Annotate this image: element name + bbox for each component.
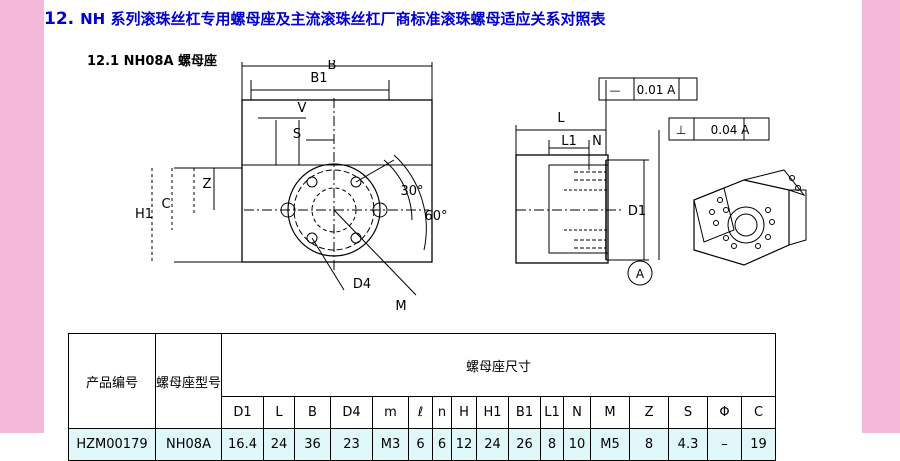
label-D4: D4	[353, 277, 371, 292]
datum-A-label: A	[636, 267, 645, 281]
cell-value: 36	[294, 428, 332, 461]
page-title: 12. NH 系列滚珠丝杠专用螺母座及主流滚珠丝杠厂商标准滚珠螺母适应关系对照表	[44, 8, 605, 29]
col-header: B	[294, 396, 332, 429]
label-D1: D1	[628, 204, 646, 219]
cell-value: 6	[408, 428, 434, 461]
col-header: M	[590, 396, 631, 429]
label-B1: B1	[310, 71, 327, 86]
label-L1: L1	[561, 134, 577, 149]
col-header: ℓ	[408, 396, 434, 429]
cell-value: 24	[263, 428, 296, 461]
front-view	[151, 62, 433, 296]
cell-value: M3	[372, 428, 410, 461]
spec-table: 产品编号 螺母座型号 螺母座尺寸 D1 L B D4 m ℓ n H H1 B1…	[68, 333, 777, 461]
col-header: B1	[508, 396, 542, 429]
label-V: V	[298, 101, 307, 116]
col-header: H1	[476, 396, 510, 429]
section-title: 12.1 NH08A 螺母座	[87, 54, 218, 69]
left-border-strip	[0, 0, 44, 433]
title-number: 12.	[44, 9, 75, 29]
right-border-strip	[862, 0, 900, 433]
col-header: H	[451, 396, 478, 429]
technical-drawing: B B1 V S H1 C Z 30° 60° D4 M —	[135, 60, 807, 314]
col-header: m	[372, 396, 410, 429]
cell-value: 19	[741, 428, 777, 461]
label-S: S	[293, 127, 301, 142]
col-header: D4	[330, 396, 374, 429]
col-header: N	[563, 396, 592, 429]
tolerance-flatness: 0.01 A	[637, 83, 677, 97]
tolerance-perpendicularity: 0.04 A	[711, 123, 751, 137]
title-text: NH 系列滚珠丝杠专用螺母座及主流滚珠丝杠厂商标准滚珠螺母适应关系对照表	[80, 10, 606, 28]
isometric-view	[693, 169, 807, 266]
label-M: M	[395, 299, 406, 314]
cell-product-code: HZM00179	[68, 428, 156, 461]
header-nut-model: 螺母座型号	[154, 333, 223, 429]
header-nut-dimensions: 螺母座尺寸	[221, 333, 777, 397]
label-angle-60: 60°	[424, 209, 447, 224]
label-Z: Z	[203, 177, 212, 192]
cell-value: 6	[432, 428, 453, 461]
header-product-code: 产品编号	[68, 333, 156, 429]
label-L: L	[557, 111, 565, 126]
col-header: n	[432, 396, 453, 429]
cell-value: 26	[508, 428, 542, 461]
cell-value: 23	[330, 428, 374, 461]
col-header: D1	[221, 396, 265, 429]
label-angle-30: 30°	[400, 184, 423, 199]
col-header: Φ	[707, 396, 743, 429]
table-row: HZM00179 NH08A 16.4 24 36 23 M3 6 6 12 2…	[68, 428, 777, 461]
label-C: C	[161, 197, 170, 212]
svg-text:⊥: ⊥	[676, 123, 686, 137]
cell-value: 10	[563, 428, 592, 461]
cell-value: –	[707, 428, 743, 461]
cell-value: 12	[451, 428, 478, 461]
col-header: C	[741, 396, 777, 429]
col-header: S	[668, 396, 709, 429]
cell-nut-model: NH08A	[154, 428, 223, 461]
svg-text:—: —	[610, 84, 621, 97]
col-header: Z	[629, 396, 670, 429]
label-B: B	[328, 60, 337, 73]
cell-value: 8	[629, 428, 670, 461]
side-section-view	[515, 77, 770, 286]
cell-value: 24	[476, 428, 510, 461]
cell-value: 16.4	[221, 428, 265, 461]
cell-value: 4.3	[668, 428, 709, 461]
label-H1: H1	[135, 207, 153, 222]
col-header: L1	[540, 396, 565, 429]
col-header: L	[263, 396, 296, 429]
cell-value: M5	[590, 428, 631, 461]
label-N: N	[592, 134, 602, 149]
cell-value: 8	[540, 428, 565, 461]
